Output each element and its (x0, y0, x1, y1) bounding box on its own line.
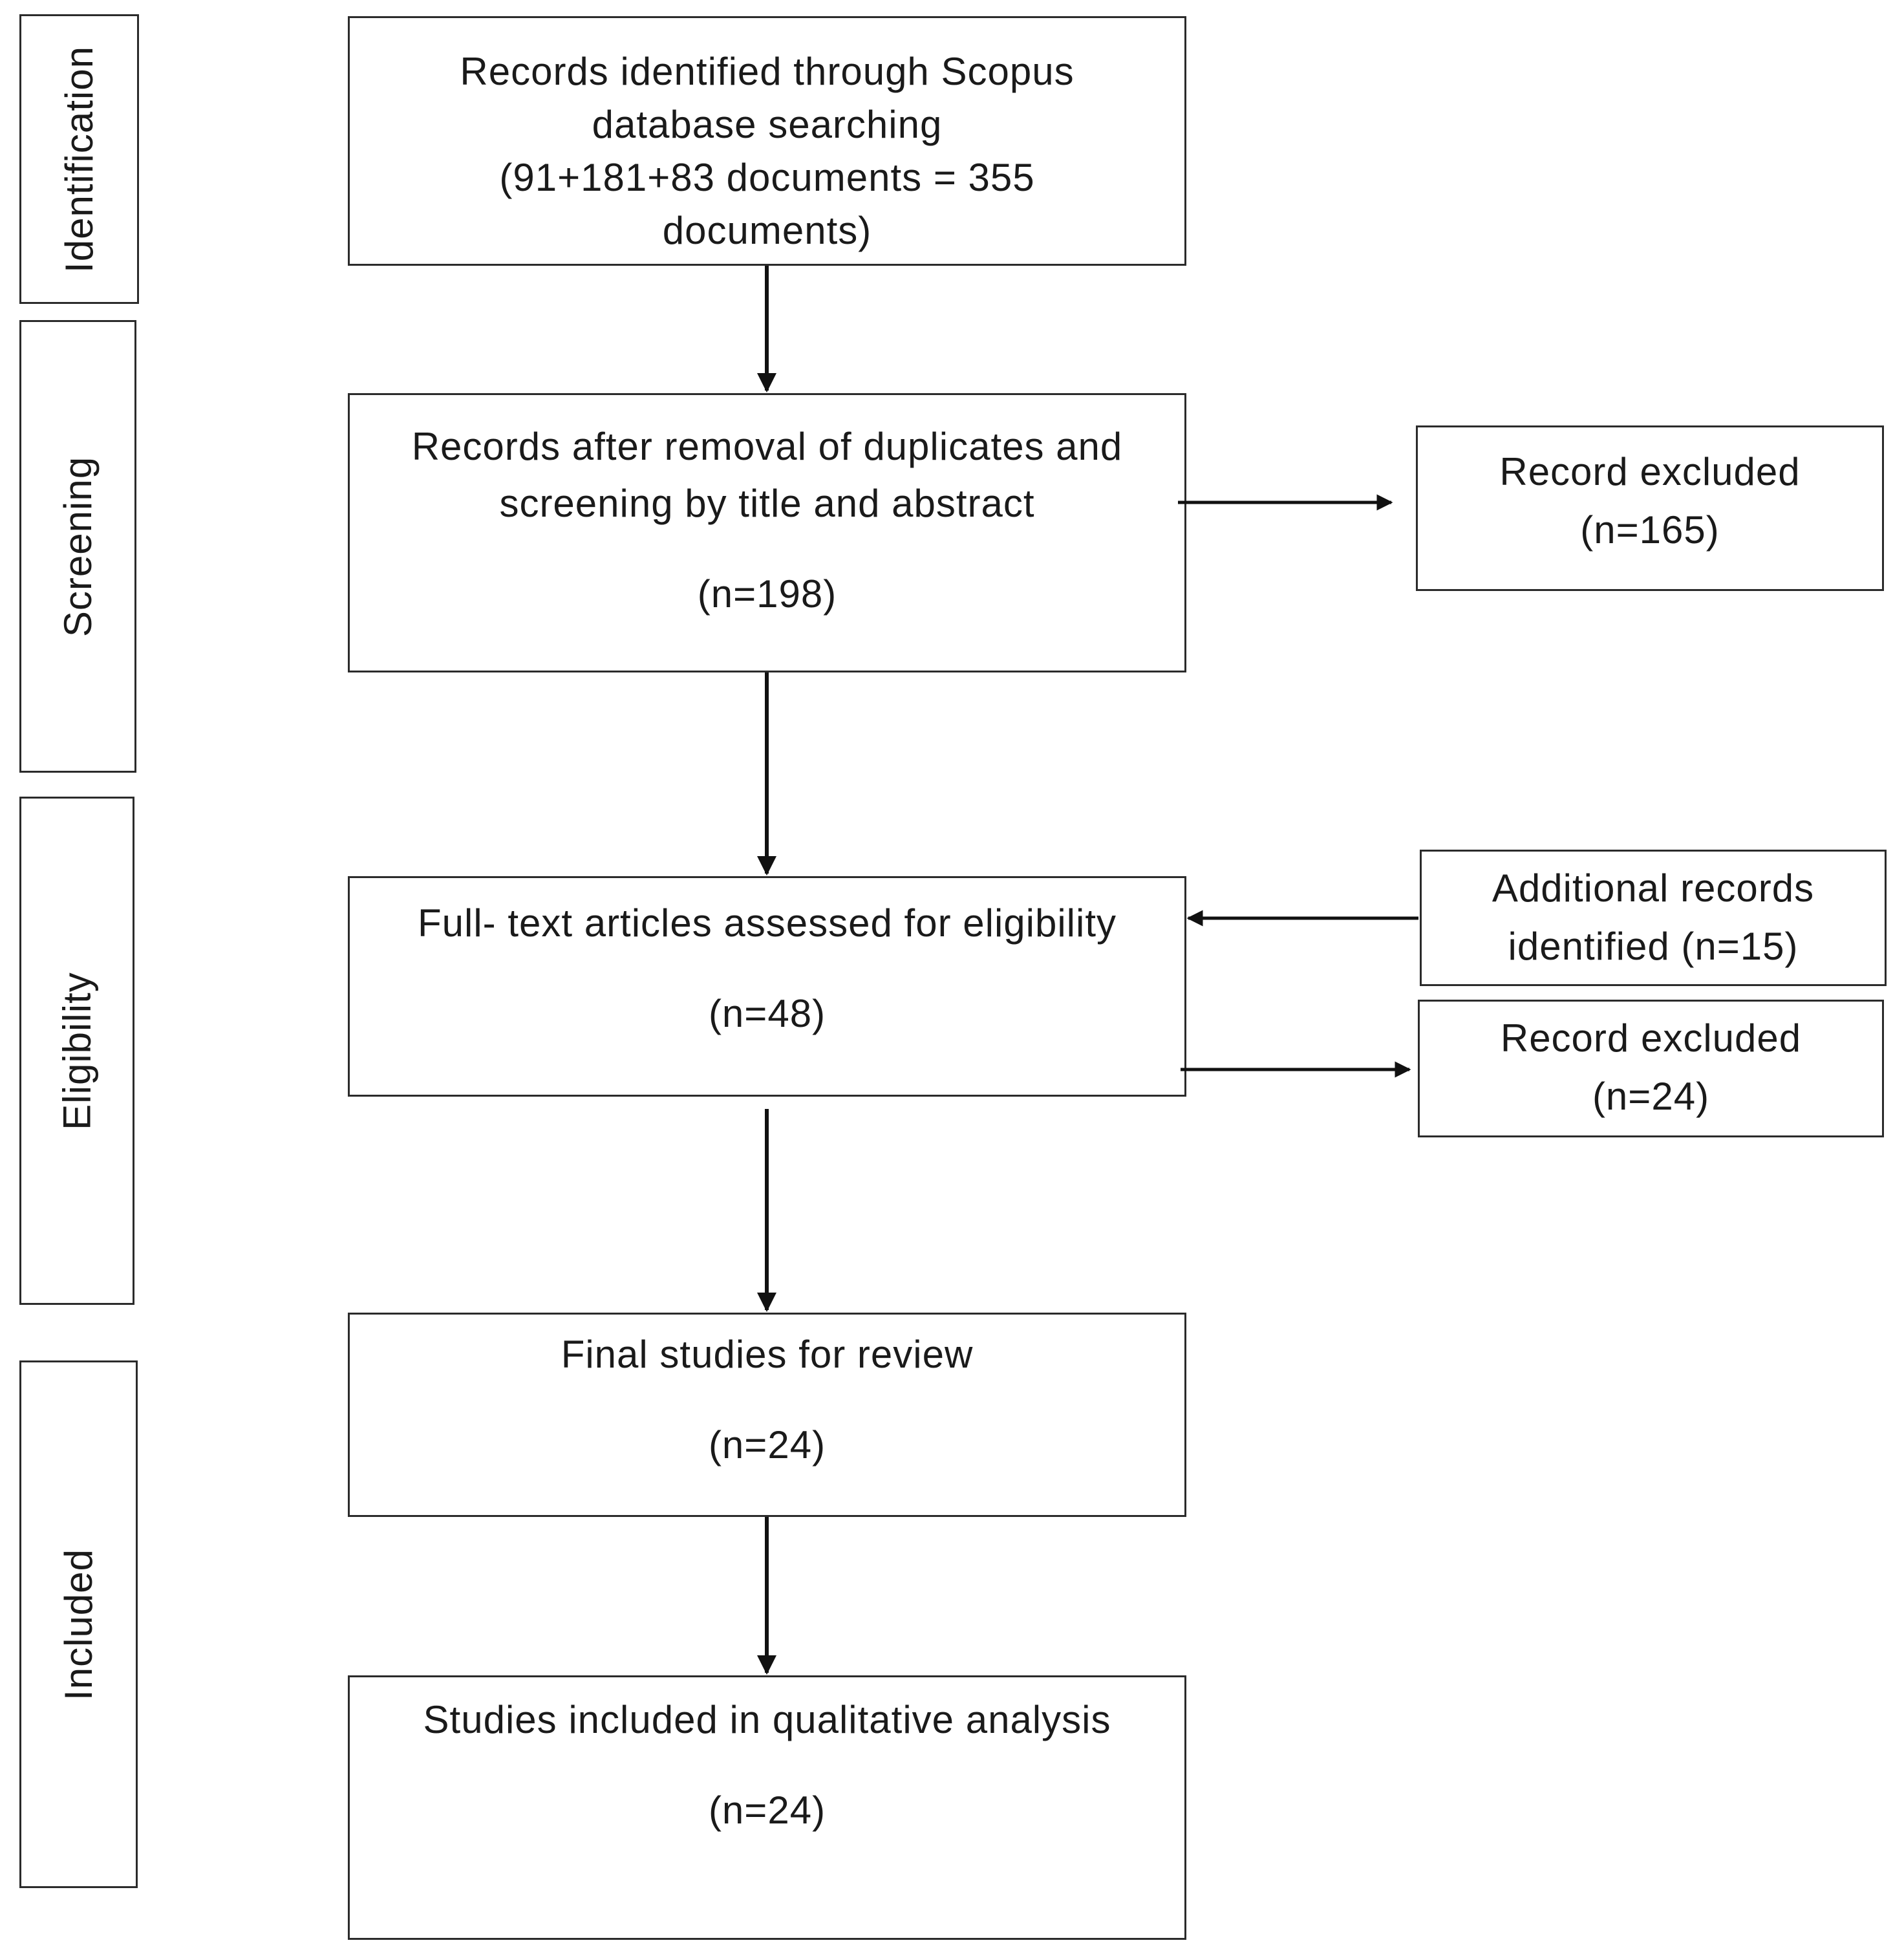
excluded-screening-box: Record excluded (n=165) (1416, 425, 1884, 591)
additional-records-box: Additional records identified (n=15) (1420, 850, 1887, 986)
final-studies-count: (n=24) (708, 1423, 826, 1467)
records-identified-line-1: Records identified through Scopus (460, 50, 1075, 93)
records-identified-line-3: (91+181+83 documents = 355 (499, 156, 1035, 199)
stage-screening-label: Screening (56, 456, 100, 637)
qualitative-analysis-box: Studies included in qualitative analysis… (348, 1675, 1186, 1940)
qualitative-analysis-line-1: Studies included in qualitative analysis (423, 1698, 1111, 1741)
stage-screening: Screening (19, 320, 136, 773)
excluded-screening-count: (n=165) (1580, 508, 1720, 552)
full-text-box: Full- text articles assessed for eligibi… (348, 876, 1186, 1097)
final-studies-box: Final studies for review (n=24) (348, 1313, 1186, 1517)
full-text-line-1: Full- text articles assessed for eligibi… (417, 901, 1117, 945)
stage-included-label: Included (57, 1548, 101, 1701)
stage-included: Included (19, 1360, 138, 1888)
records-identified-line-2: database searching (592, 103, 943, 146)
additional-records-line-1: Additional records (1492, 866, 1815, 910)
stage-identification: Identification (19, 14, 139, 304)
records-identified-box: Records identified through Scopus databa… (348, 16, 1186, 266)
stage-identification-label: Identification (58, 45, 102, 273)
records-screened-line-2: screening by title and abstract (499, 482, 1035, 525)
excluded-eligibility-box: Record excluded (n=24) (1418, 1000, 1884, 1137)
records-identified-line-4: documents) (662, 209, 872, 252)
excluded-screening-line-1: Record excluded (1499, 450, 1801, 493)
full-text-count: (n=48) (708, 992, 826, 1035)
final-studies-line-1: Final studies for review (561, 1333, 974, 1376)
records-screened-box: Records after removal of duplicates and … (348, 393, 1186, 672)
stage-eligibility: Eligibility (19, 797, 134, 1305)
qualitative-analysis-count: (n=24) (708, 1789, 826, 1832)
records-screened-count: (n=198) (697, 572, 837, 616)
excluded-eligibility-count: (n=24) (1592, 1075, 1710, 1118)
stage-eligibility-label: Eligibility (55, 971, 99, 1130)
excluded-eligibility-line-1: Record excluded (1500, 1016, 1802, 1060)
records-screened-line-1: Records after removal of duplicates and (411, 425, 1123, 468)
additional-records-line-2: identified (n=15) (1508, 925, 1799, 968)
